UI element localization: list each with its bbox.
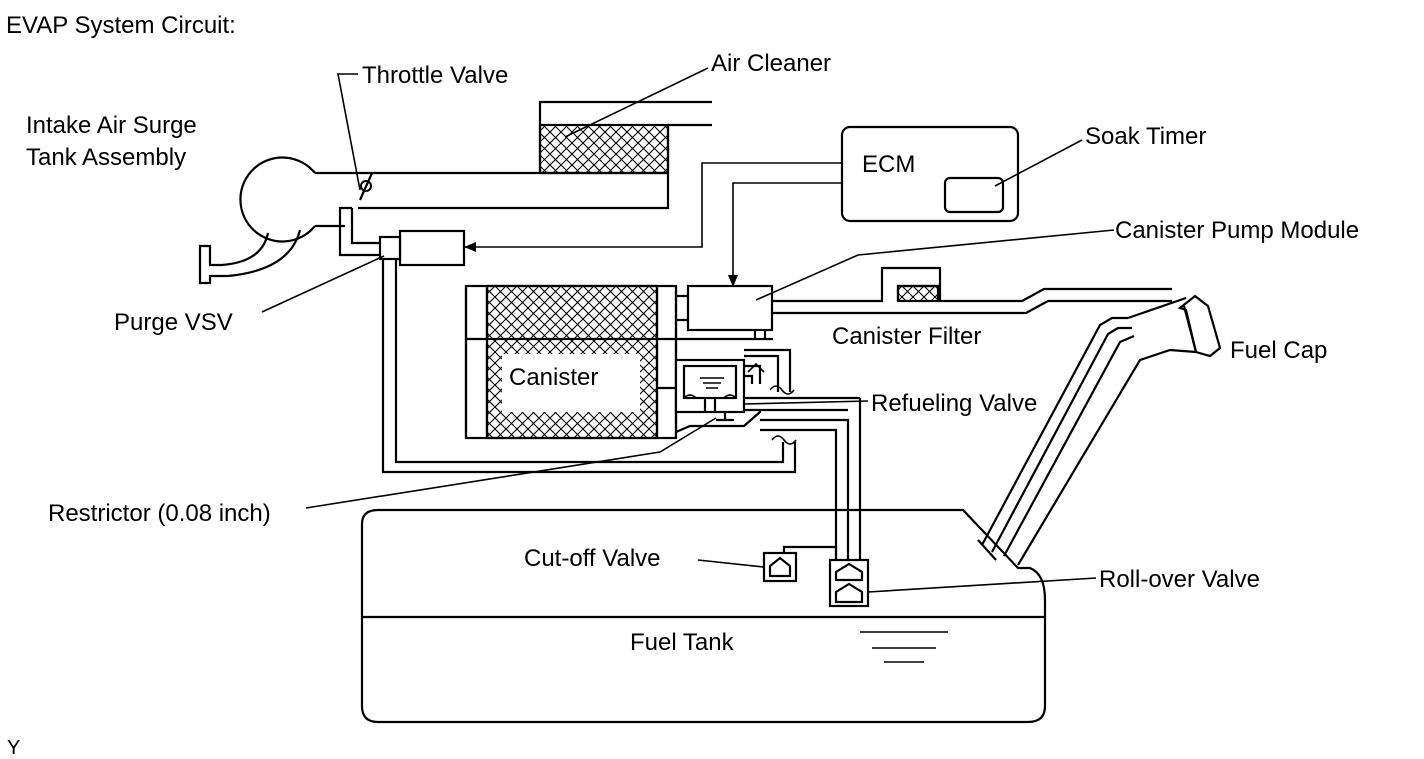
refueling-valve-label: Refueling Valve [871,390,1037,417]
canister-label: Canister [509,364,598,391]
purge-vsv [338,206,466,267]
fuel-cap-label: Fuel Cap [1230,337,1327,364]
figure-code: Y [7,737,20,759]
purge-vsv-label: Purge VSV [114,309,233,336]
fuel-tank: Fuel Tank [360,508,1047,724]
intake-surge-tank [198,156,670,285]
roll-over-valve-label: Roll-over Valve [1099,566,1260,593]
soak-timer [943,176,1005,214]
throttle-valve [358,172,374,201]
restrictor-label: Restrictor (0.08 inch) [48,500,271,527]
intake-label-line2: Tank Assembly [26,144,186,171]
fuel-tank-label: Fuel Tank [630,629,735,656]
soak-timer-label: Soak Timer [1085,123,1206,150]
air-cleaner-label: Air Cleaner [711,50,831,77]
canister-filter-label: Canister Filter [832,323,981,350]
ecm-label: ECM [862,151,915,178]
fuel-cap [1177,294,1222,358]
intake-label-line1: Intake Air Surge [26,112,197,139]
canister-pump-module-label: Canister Pump Module [1115,217,1359,244]
cut-off-valve-label: Cut-off Valve [524,545,661,572]
canister-pump-module [676,266,1172,339]
ecm: ECM [840,125,1020,223]
roll-over-valve [828,558,870,608]
leader-lines [261,67,1115,593]
cut-off-valve [762,545,838,583]
throttle-valve-label: Throttle Valve [362,62,508,89]
refueling-valve [657,348,860,434]
diagram-title: EVAP System Circuit: [6,12,236,39]
air-cleaner [538,100,712,175]
filler-neck [977,296,1197,566]
canister-filter [896,284,940,303]
canister: Canister [464,284,773,440]
